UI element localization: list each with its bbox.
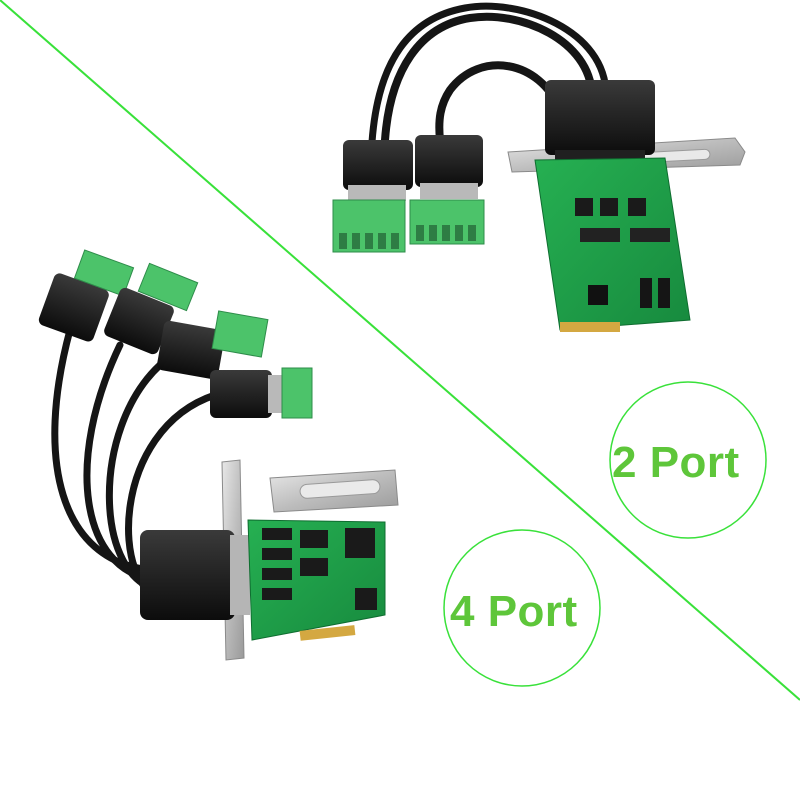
chip: [345, 528, 375, 558]
db9-adapter: [104, 262, 199, 355]
cable: [381, 12, 596, 144]
db-connector-shell: [230, 535, 250, 615]
chip: [628, 198, 646, 216]
diagonal-divider: [0, 0, 800, 701]
chip: [600, 198, 618, 216]
pcie-edge-connector: [299, 625, 356, 641]
cable: [51, 326, 154, 574]
chip: [300, 558, 328, 576]
chip: [630, 228, 670, 242]
chip: [658, 278, 670, 308]
label-circle-4port: [443, 529, 601, 687]
db9-adapter: [157, 310, 269, 380]
db9-adapter: [210, 367, 313, 419]
db-connector: [545, 80, 655, 155]
cable: [435, 61, 564, 144]
chip: [262, 568, 292, 580]
chip: [300, 530, 328, 548]
two-port-label: 2 Port: [612, 438, 740, 487]
db9-adapter: [332, 140, 413, 253]
bracket-slot: [299, 479, 381, 499]
chip: [580, 228, 620, 242]
db-connector: [140, 530, 235, 620]
chip: [588, 285, 608, 305]
four-port-label: 4 Port: [450, 587, 578, 636]
chip: [640, 278, 652, 308]
db9-adapter: [38, 249, 135, 342]
chip: [262, 548, 292, 560]
chip: [355, 588, 377, 610]
chip: [262, 588, 292, 600]
label-circle-2port: [609, 381, 767, 539]
chip: [262, 528, 292, 540]
four-port-card: [38, 249, 399, 661]
chip: [575, 198, 593, 216]
pcie-edge-connector: [560, 322, 620, 332]
db9-adapter: [409, 135, 485, 245]
two-port-card: [332, 2, 746, 332]
cable: [368, 2, 610, 146]
